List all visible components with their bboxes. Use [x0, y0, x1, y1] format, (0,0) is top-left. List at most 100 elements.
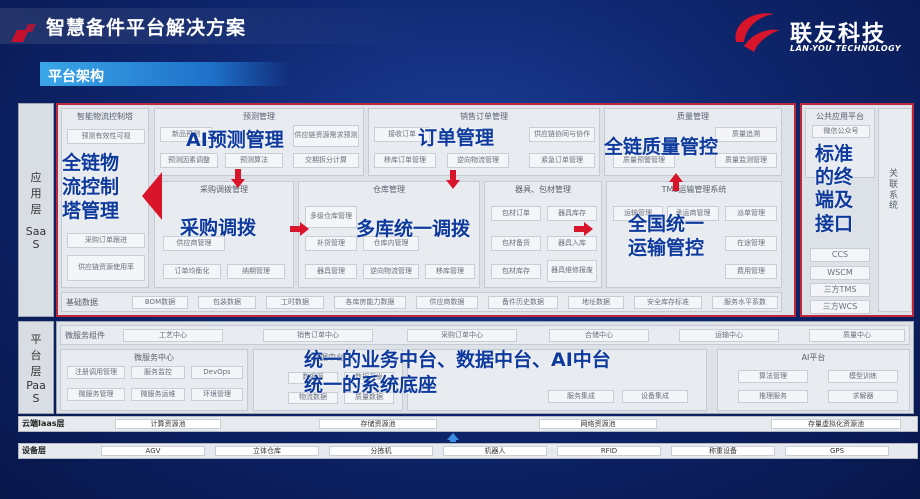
cell-env-mgmt[interactable]: 环境管理 [191, 388, 243, 401]
group-data-platform[interactable]: 数据中台 数据源 数据开发 物流数据 质量数据 [253, 349, 403, 411]
cell-delivery-mgmt[interactable]: 纳期管理 [227, 264, 285, 279]
device-robot[interactable]: 机器人 [443, 446, 547, 456]
group-logistics-tower[interactable]: 智能物流控制塔 预测有效性可视 采购订单跟进 供应链资源使用率 [61, 108, 149, 288]
micro-craft-center[interactable]: 工艺中心 [123, 329, 223, 342]
cell-order-balance[interactable]: 订单均衡化 [163, 264, 221, 279]
cell-wh-transfer[interactable]: 移库管理 [425, 264, 475, 279]
cell-urgent-order[interactable]: 紧急订单管理 [529, 153, 595, 168]
cell-transit-mgmt[interactable]: 在途管理 [725, 236, 777, 251]
iaas-virtual-pool[interactable]: 存量虚拟化资源池 [771, 419, 901, 429]
cell-svc-monitor[interactable]: 服务监控 [131, 366, 185, 379]
cell-supply-collab[interactable]: 供应链协同与协作 [529, 127, 595, 142]
iaas-compute-pool[interactable]: 计算资源池 [115, 419, 221, 429]
cell-model-training[interactable]: 模型训练 [828, 370, 898, 383]
micro-purchase-center[interactable]: 采购订单中心 [407, 329, 517, 342]
group-purchase[interactable]: 采购调拨管理 供应商管理 订单均衡化 纳期管理 [154, 181, 294, 288]
cell-data-source[interactable]: 数据源 [288, 372, 338, 384]
micro-sales-order-center[interactable]: 销售订单中心 [263, 329, 373, 342]
cell-quality-trace[interactable]: 质量追溯 [715, 127, 777, 142]
cell-quality-monitor[interactable]: 质量监测管理 [715, 153, 777, 168]
cell-pack-prep[interactable]: 包材备货 [491, 236, 541, 251]
cell-solver[interactable]: 求解器 [828, 390, 898, 403]
group-quality[interactable]: 质量管理 质量预警管理 质量追溯 质量监测管理 [604, 108, 782, 176]
group-tms[interactable]: TMS运输管理系统 运输管理 承运商管理 派单管理 在途管理 费用管理 [606, 181, 782, 288]
cell-ms-ops[interactable]: 微服务运维 [131, 388, 185, 401]
cell-transfer-order[interactable]: 移库订单管理 [374, 153, 436, 168]
cell-logistics-data[interactable]: 物流数据 [288, 392, 338, 404]
cell-service-integration[interactable]: 服务集成 [548, 390, 614, 403]
cell-resource-demand[interactable]: 供应链资源需求预测 [293, 125, 359, 147]
group-packaging[interactable]: 器具、包材管理 包材订单 器具库存 包材备货 器具入库 包材库存 器具维修报废 [484, 181, 602, 288]
device-sorter[interactable]: 分拣机 [329, 446, 433, 456]
cell-algorithm-mgmt[interactable]: 算法管理 [738, 370, 808, 383]
cell-reverse-logistics[interactable]: 逆向物流管理 [447, 153, 509, 168]
group-integration[interactable]: 服务集成 设备集成 [407, 349, 707, 411]
cell-devops[interactable]: DevOps [191, 366, 243, 379]
base-package[interactable]: 包装数据 [198, 296, 256, 309]
device-gps[interactable]: GPS [785, 446, 889, 456]
device-weighing[interactable]: 称重设备 [671, 446, 775, 456]
base-wh-capacity[interactable]: 各库房能力数据 [334, 296, 406, 309]
iaas-network-pool[interactable]: 网络资源池 [539, 419, 657, 429]
cell-device-integration[interactable]: 设备集成 [622, 390, 688, 403]
cell-transport-mgmt[interactable]: 运输管理 [613, 206, 663, 221]
group-sales-order[interactable]: 销售订单管理 接收订单 移库订单管理 逆向物流管理 供应链协同与协作 紧急订单管… [368, 108, 600, 176]
cell-container-stock[interactable]: 器具库存 [547, 206, 597, 221]
base-history[interactable]: 备件历史数据 [488, 296, 558, 309]
base-service-level[interactable]: 服务水平系数 [712, 296, 778, 309]
cell-ms-mgmt[interactable]: 微服务管理 [67, 388, 125, 401]
arrow-right-icon [290, 222, 309, 236]
iaas-storage-pool[interactable]: 存储资源池 [319, 419, 437, 429]
cell-register[interactable]: 注册调用管理 [67, 366, 125, 379]
cell-pack-stock[interactable]: 包材库存 [491, 264, 541, 279]
cell-data-dev[interactable]: 数据开发 [344, 372, 394, 384]
micro-quality-center[interactable]: 质量中心 [809, 329, 905, 342]
base-worktime[interactable]: 工时数据 [266, 296, 324, 309]
app-layer-label: 应 用 层 Saa S [18, 103, 54, 317]
group-warehouse[interactable]: 仓库管理 多级仓库管理 补货管理 器具管理 仓库内管理 逆向物流管理 移库管理 [298, 181, 480, 288]
base-supplier[interactable]: 供应商数据 [416, 296, 478, 309]
cell-container-in[interactable]: 器具入库 [547, 236, 597, 251]
cell-forecast-factors[interactable]: 预测因素调整 [160, 153, 218, 168]
cell-in-wh-mgmt[interactable]: 仓库内管理 [363, 236, 419, 251]
cell-quality-warning[interactable]: 质量预警管理 [613, 153, 675, 168]
cell-carrier-mgmt[interactable]: 承运商管理 [667, 206, 719, 221]
device-stereo-warehouse[interactable]: 立体仓库 [215, 446, 319, 456]
cell-forecast-algo[interactable]: 预测算法 [225, 153, 283, 168]
cell-supplier-mgmt[interactable]: 供应商管理 [163, 236, 225, 251]
cell-container-mgmt[interactable]: 器具管理 [305, 264, 357, 279]
device-agv[interactable]: AGV [101, 446, 205, 456]
group-forecast[interactable]: 预测管理 新品预测 预测因素调整 预测算法 供应链资源需求预测 交期拆分计算 [154, 108, 364, 176]
cell-wh-reverse[interactable]: 逆向物流管理 [363, 264, 419, 279]
cell-third-tms[interactable]: 三方TMS [810, 283, 870, 297]
cell-third-wcs[interactable]: 三方WCS [810, 300, 870, 314]
cell-wechat-account[interactable]: 微信公众号 [812, 125, 870, 138]
group-microservice-center[interactable]: 微服务中心 注册调用管理 微服务管理 服务监控 微服务运维 DevOps 环境管… [60, 349, 248, 411]
cell-ccs[interactable]: CCS [810, 248, 870, 262]
micro-transport-center[interactable]: 运输中心 [679, 329, 779, 342]
group-public-platform[interactable]: 公共应用平台 微信公众号 [805, 108, 875, 178]
base-address[interactable]: 地址数据 [568, 296, 624, 309]
base-safety-stock[interactable]: 安全库存标准 [634, 296, 702, 309]
cell-multilevel-wh[interactable]: 多级仓库管理 [305, 206, 357, 228]
cell-receive-order[interactable]: 接收订单 [374, 127, 430, 142]
group-ai-platform[interactable]: AI平台 算法管理 模型训练 推理服务 求解器 [717, 349, 910, 411]
cell-lead-split[interactable]: 交期拆分计算 [293, 153, 359, 168]
base-bom[interactable]: BOM数据 [132, 296, 188, 309]
cell-resource-utilization[interactable]: 供应链资源使用率 [67, 255, 145, 281]
overlay-terminal-interface: 标准 的终 端及 接口 [815, 143, 854, 235]
cell-quality-data[interactable]: 质量数据 [344, 392, 394, 404]
cell-replenish[interactable]: 补货管理 [305, 236, 357, 251]
cell-dispatch-mgmt[interactable]: 派单管理 [725, 206, 777, 221]
device-rfid[interactable]: RFID [557, 446, 661, 456]
cell-purchase-followup[interactable]: 采购订单跟进 [67, 233, 145, 248]
cell-new-forecast[interactable]: 新品预测 [160, 127, 212, 142]
cell-inference[interactable]: 推理服务 [738, 390, 808, 403]
group-related-systems[interactable]: 关联系统 [878, 108, 912, 312]
cell-container-repair[interactable]: 器具维修报废 [547, 260, 597, 282]
cell-forecast-visibility[interactable]: 预测有效性可视 [67, 129, 145, 144]
micro-storage-center[interactable]: 合储中心 [549, 329, 649, 342]
cell-pack-order[interactable]: 包材订单 [491, 206, 541, 221]
cell-wscm[interactable]: WSCM [810, 266, 870, 280]
cell-cost-mgmt[interactable]: 费用管理 [725, 264, 777, 279]
